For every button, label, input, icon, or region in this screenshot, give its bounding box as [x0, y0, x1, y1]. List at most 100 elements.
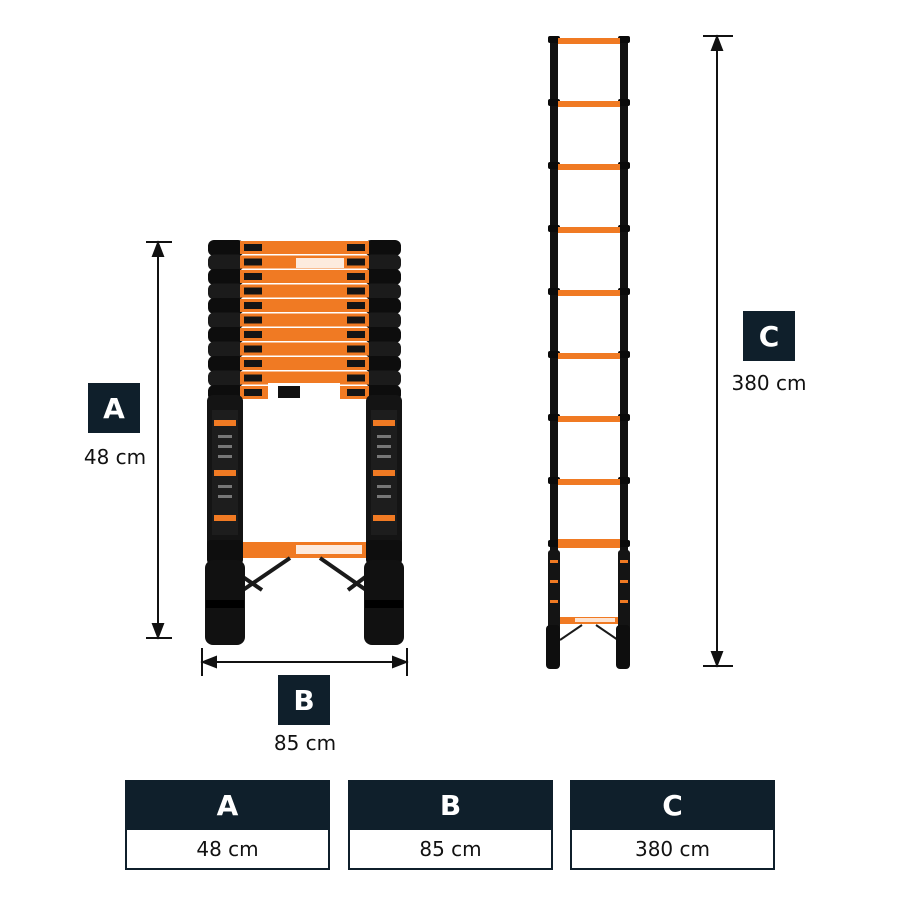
extended-rungs	[548, 36, 630, 548]
collapsed-rung-end-right	[347, 273, 365, 280]
collapsed-rail-segment-right	[365, 327, 401, 343]
extended-rung	[558, 539, 620, 545]
collapsed-rung	[240, 357, 369, 370]
extended-joint-left	[548, 288, 560, 295]
dimension-value-c: 380 cm	[731, 371, 807, 395]
collapsed-rail-segment-right	[365, 283, 401, 300]
collapsed-rung-end-right	[347, 302, 365, 309]
collapsed-rung-end-right	[347, 331, 365, 338]
collapsed-rung-end-left	[244, 331, 262, 338]
extended-rung	[558, 416, 620, 422]
collapsed-rail-segment-left	[208, 370, 244, 387]
extended-joint-right	[618, 99, 630, 106]
extended-joint-left	[548, 414, 560, 421]
collapsed-rung	[240, 284, 369, 298]
collapsed-rail-segment-left	[208, 254, 244, 271]
collapsed-rung-end-right	[347, 389, 365, 396]
collapsed-rung	[240, 342, 369, 356]
collapsed-rail-segment-left	[208, 269, 244, 285]
extended-rung	[558, 101, 620, 107]
extended-joint-right	[618, 351, 630, 358]
collapsed-rail-segment-left	[208, 312, 244, 329]
dimension-line-c	[703, 34, 733, 668]
table-value-b: 85 cm	[348, 830, 553, 870]
collapsed-rung	[240, 299, 369, 312]
extended-joint-right	[618, 414, 630, 421]
extended-rung	[558, 164, 620, 170]
collapsed-rung	[240, 328, 369, 341]
collapsed-warning-label	[296, 258, 344, 268]
collapsed-rung-end-left	[244, 360, 262, 367]
collapsed-right-rail-stack	[365, 240, 401, 401]
collapsed-rung	[240, 241, 369, 254]
extended-joint-right	[618, 36, 630, 43]
collapsed-rung-end-right	[347, 316, 365, 324]
extended-joint-right	[618, 477, 630, 484]
collapsed-rung-end-left	[244, 302, 262, 309]
collapsed-rung-end-left	[244, 389, 262, 396]
collapsed-rail-segment-right	[365, 370, 401, 387]
extended-joint-left	[548, 477, 560, 484]
dimension-badge-a: A	[88, 383, 140, 433]
collapsed-rung-end-left	[244, 287, 262, 295]
collapsed-rung	[240, 270, 369, 283]
collapsed-left-rail-stack	[208, 240, 244, 401]
collapsed-release-button	[278, 386, 300, 398]
collapsed-rung-end-right	[347, 244, 365, 251]
collapsed-rail-segment-right	[365, 341, 401, 358]
collapsed-rung	[240, 313, 369, 327]
extended-ladder	[546, 36, 630, 669]
extended-rung	[558, 290, 620, 296]
extended-joint-left	[548, 162, 560, 169]
collapsed-rung-stack	[240, 241, 369, 401]
extended-rung	[558, 38, 620, 44]
collapsed-rung-end-right	[347, 258, 365, 266]
table-column-a: A 48 cm	[125, 780, 330, 870]
extended-rung	[558, 479, 620, 485]
collapsed-rail-segment-right	[365, 240, 401, 256]
collapsed-rung-end-left	[244, 316, 262, 324]
collapsed-rung-end-left	[244, 273, 262, 280]
collapsed-rung-end-right	[347, 374, 365, 382]
extended-joint-right	[618, 288, 630, 295]
collapsed-ladder	[205, 240, 404, 645]
dimension-badge-c: C	[743, 311, 795, 361]
collapsed-rung-end-right	[347, 287, 365, 295]
collapsed-rung-end-right	[347, 345, 365, 353]
dimension-value-a: 48 cm	[83, 445, 147, 469]
collapsed-rung-end-right	[347, 360, 365, 367]
collapsed-rung-end-left	[244, 345, 262, 353]
extended-joint-right	[618, 225, 630, 232]
extended-joint-left	[548, 99, 560, 106]
extended-rung	[558, 227, 620, 233]
table-column-b: B 85 cm	[348, 780, 553, 870]
table-value-c: 380 cm	[570, 830, 775, 870]
table-value-a: 48 cm	[125, 830, 330, 870]
collapsed-rail-segment-left	[208, 356, 244, 372]
collapsed-rail-segment-right	[365, 312, 401, 329]
collapsed-rail-segment-right	[365, 298, 401, 314]
collapsed-rail-segment-left	[208, 327, 244, 343]
collapsed-rail-segment-left	[208, 240, 244, 256]
table-header-b: B	[348, 780, 553, 830]
collapsed-rail-segment-right	[365, 269, 401, 285]
collapsed-rail-segment-left	[208, 298, 244, 314]
dimension-badge-b: B	[278, 675, 330, 725]
extended-joint-right	[618, 540, 630, 547]
table-header-a: A	[125, 780, 330, 830]
extended-joint-right	[618, 162, 630, 169]
extended-joint-left	[548, 36, 560, 43]
table-header-c: C	[570, 780, 775, 830]
extended-joint-left	[548, 351, 560, 358]
extended-joint-left	[548, 540, 560, 547]
collapsed-rung-end-left	[244, 374, 262, 382]
collapsed-rung	[240, 371, 369, 385]
dimension-line-b	[200, 648, 409, 676]
table-column-c: C 380 cm	[570, 780, 775, 870]
collapsed-rung-end-left	[244, 244, 262, 251]
collapsed-rail-segment-right	[365, 356, 401, 372]
extended-joint-left	[548, 225, 560, 232]
dimension-line-a	[146, 240, 172, 640]
dimension-value-b: 85 cm	[273, 731, 337, 755]
